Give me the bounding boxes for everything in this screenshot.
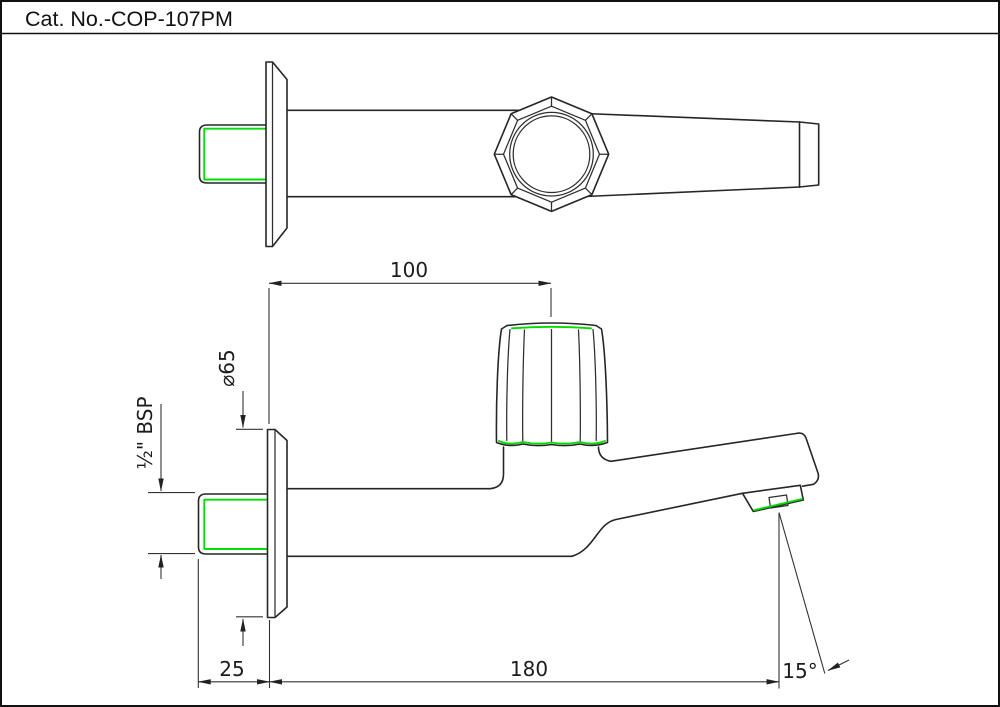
dim-flange-diameter-label: ⌀65 [215, 349, 239, 387]
dim-25: 25 [197, 559, 271, 688]
flange-top [265, 61, 288, 248]
spout-mouth [741, 484, 805, 513]
handle-flutes [506, 328, 597, 444]
dim-thread-size: ½" BSP [133, 396, 195, 579]
top-view [198, 61, 820, 248]
body-top-edge [286, 446, 505, 490]
body-side [286, 432, 820, 558]
aerator-detail [768, 494, 789, 509]
handle-octagon-bevels [493, 96, 610, 213]
thread-highlight-top [203, 127, 268, 181]
dim-180-label: 180 [510, 657, 548, 681]
dim-100-label: 100 [390, 258, 428, 282]
handle-top [493, 96, 610, 213]
body-bottom-edge [286, 492, 744, 558]
spout-top [584, 112, 820, 198]
dim-thread-size-label: ½" BSP [133, 396, 157, 469]
dim-180: 180 [268, 657, 780, 685]
dimension-annotations: 100 ⌀65 ½" BSP 25 180 [133, 258, 850, 689]
dim-angle-label: 15° [782, 659, 817, 683]
mouth-highlight [753, 498, 803, 512]
inlet-thread-side [197, 493, 269, 555]
handle-side [495, 322, 609, 447]
handle-top-highlight [511, 325, 592, 330]
inlet-thread-top [198, 124, 269, 184]
side-view [197, 322, 820, 619]
handle-ring-inner [512, 115, 591, 194]
dim-25-label: 25 [219, 657, 244, 681]
dim-flange-diameter: ⌀65 [215, 349, 263, 646]
flange-side [266, 428, 288, 619]
dim-100: 100 [268, 258, 552, 424]
handle-bottom-highlight [498, 440, 606, 445]
spout-top-edge [597, 432, 820, 487]
catalog-title: Cat. No.-COP-107PM [25, 7, 233, 31]
thread-highlight-side [203, 498, 268, 550]
handle-ring-outer [509, 111, 594, 197]
dim-angle: 15° [778, 512, 850, 689]
